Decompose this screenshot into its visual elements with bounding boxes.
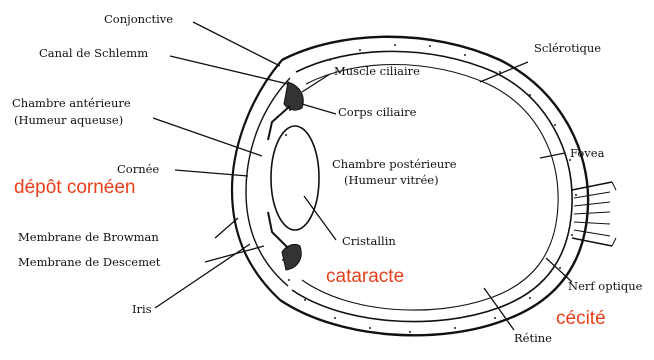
cornea bbox=[232, 60, 282, 300]
label-humeur-vitree: (Humeur vitrée) bbox=[344, 173, 439, 187]
iris-lower bbox=[268, 212, 288, 248]
label-muscle-ciliaire: Muscle ciliaire bbox=[334, 64, 420, 78]
label-iris: Iris bbox=[132, 302, 152, 316]
optic-nerve bbox=[572, 182, 616, 246]
ciliary-body-upper bbox=[284, 82, 303, 110]
label-sclerotique: Sclérotique bbox=[534, 41, 601, 55]
lens bbox=[271, 126, 319, 230]
label-cristallin: Cristallin bbox=[342, 234, 396, 248]
label-chambre-posterieure: Chambre postérieure bbox=[332, 157, 457, 171]
label-chambre-anterieure: Chambre antérieure bbox=[12, 96, 131, 110]
annotation-cataracte: cataracte bbox=[326, 266, 404, 287]
annotation-depot-corneen: dépôt cornéen bbox=[14, 177, 136, 198]
label-membrane-browman: Membrane de Browman bbox=[18, 230, 159, 244]
ciliary-body-lower bbox=[282, 244, 301, 270]
label-membrane-descemet: Membrane de Descemet bbox=[18, 255, 161, 269]
label-fovea: Fovea bbox=[570, 146, 605, 160]
annotation-cecite: cécité bbox=[556, 308, 606, 329]
label-retine: Rétine bbox=[514, 331, 552, 345]
label-nerf-optique: Nerf optique bbox=[568, 279, 643, 293]
label-conjonctive: Conjonctive bbox=[104, 12, 173, 26]
label-canal-schlemm: Canal de Schlemm bbox=[39, 46, 148, 60]
label-corps-ciliaire: Corps ciliaire bbox=[338, 105, 417, 119]
label-humeur-aqueuse: (Humeur aqueuse) bbox=[14, 113, 123, 127]
label-cornee: Cornée bbox=[117, 162, 159, 176]
